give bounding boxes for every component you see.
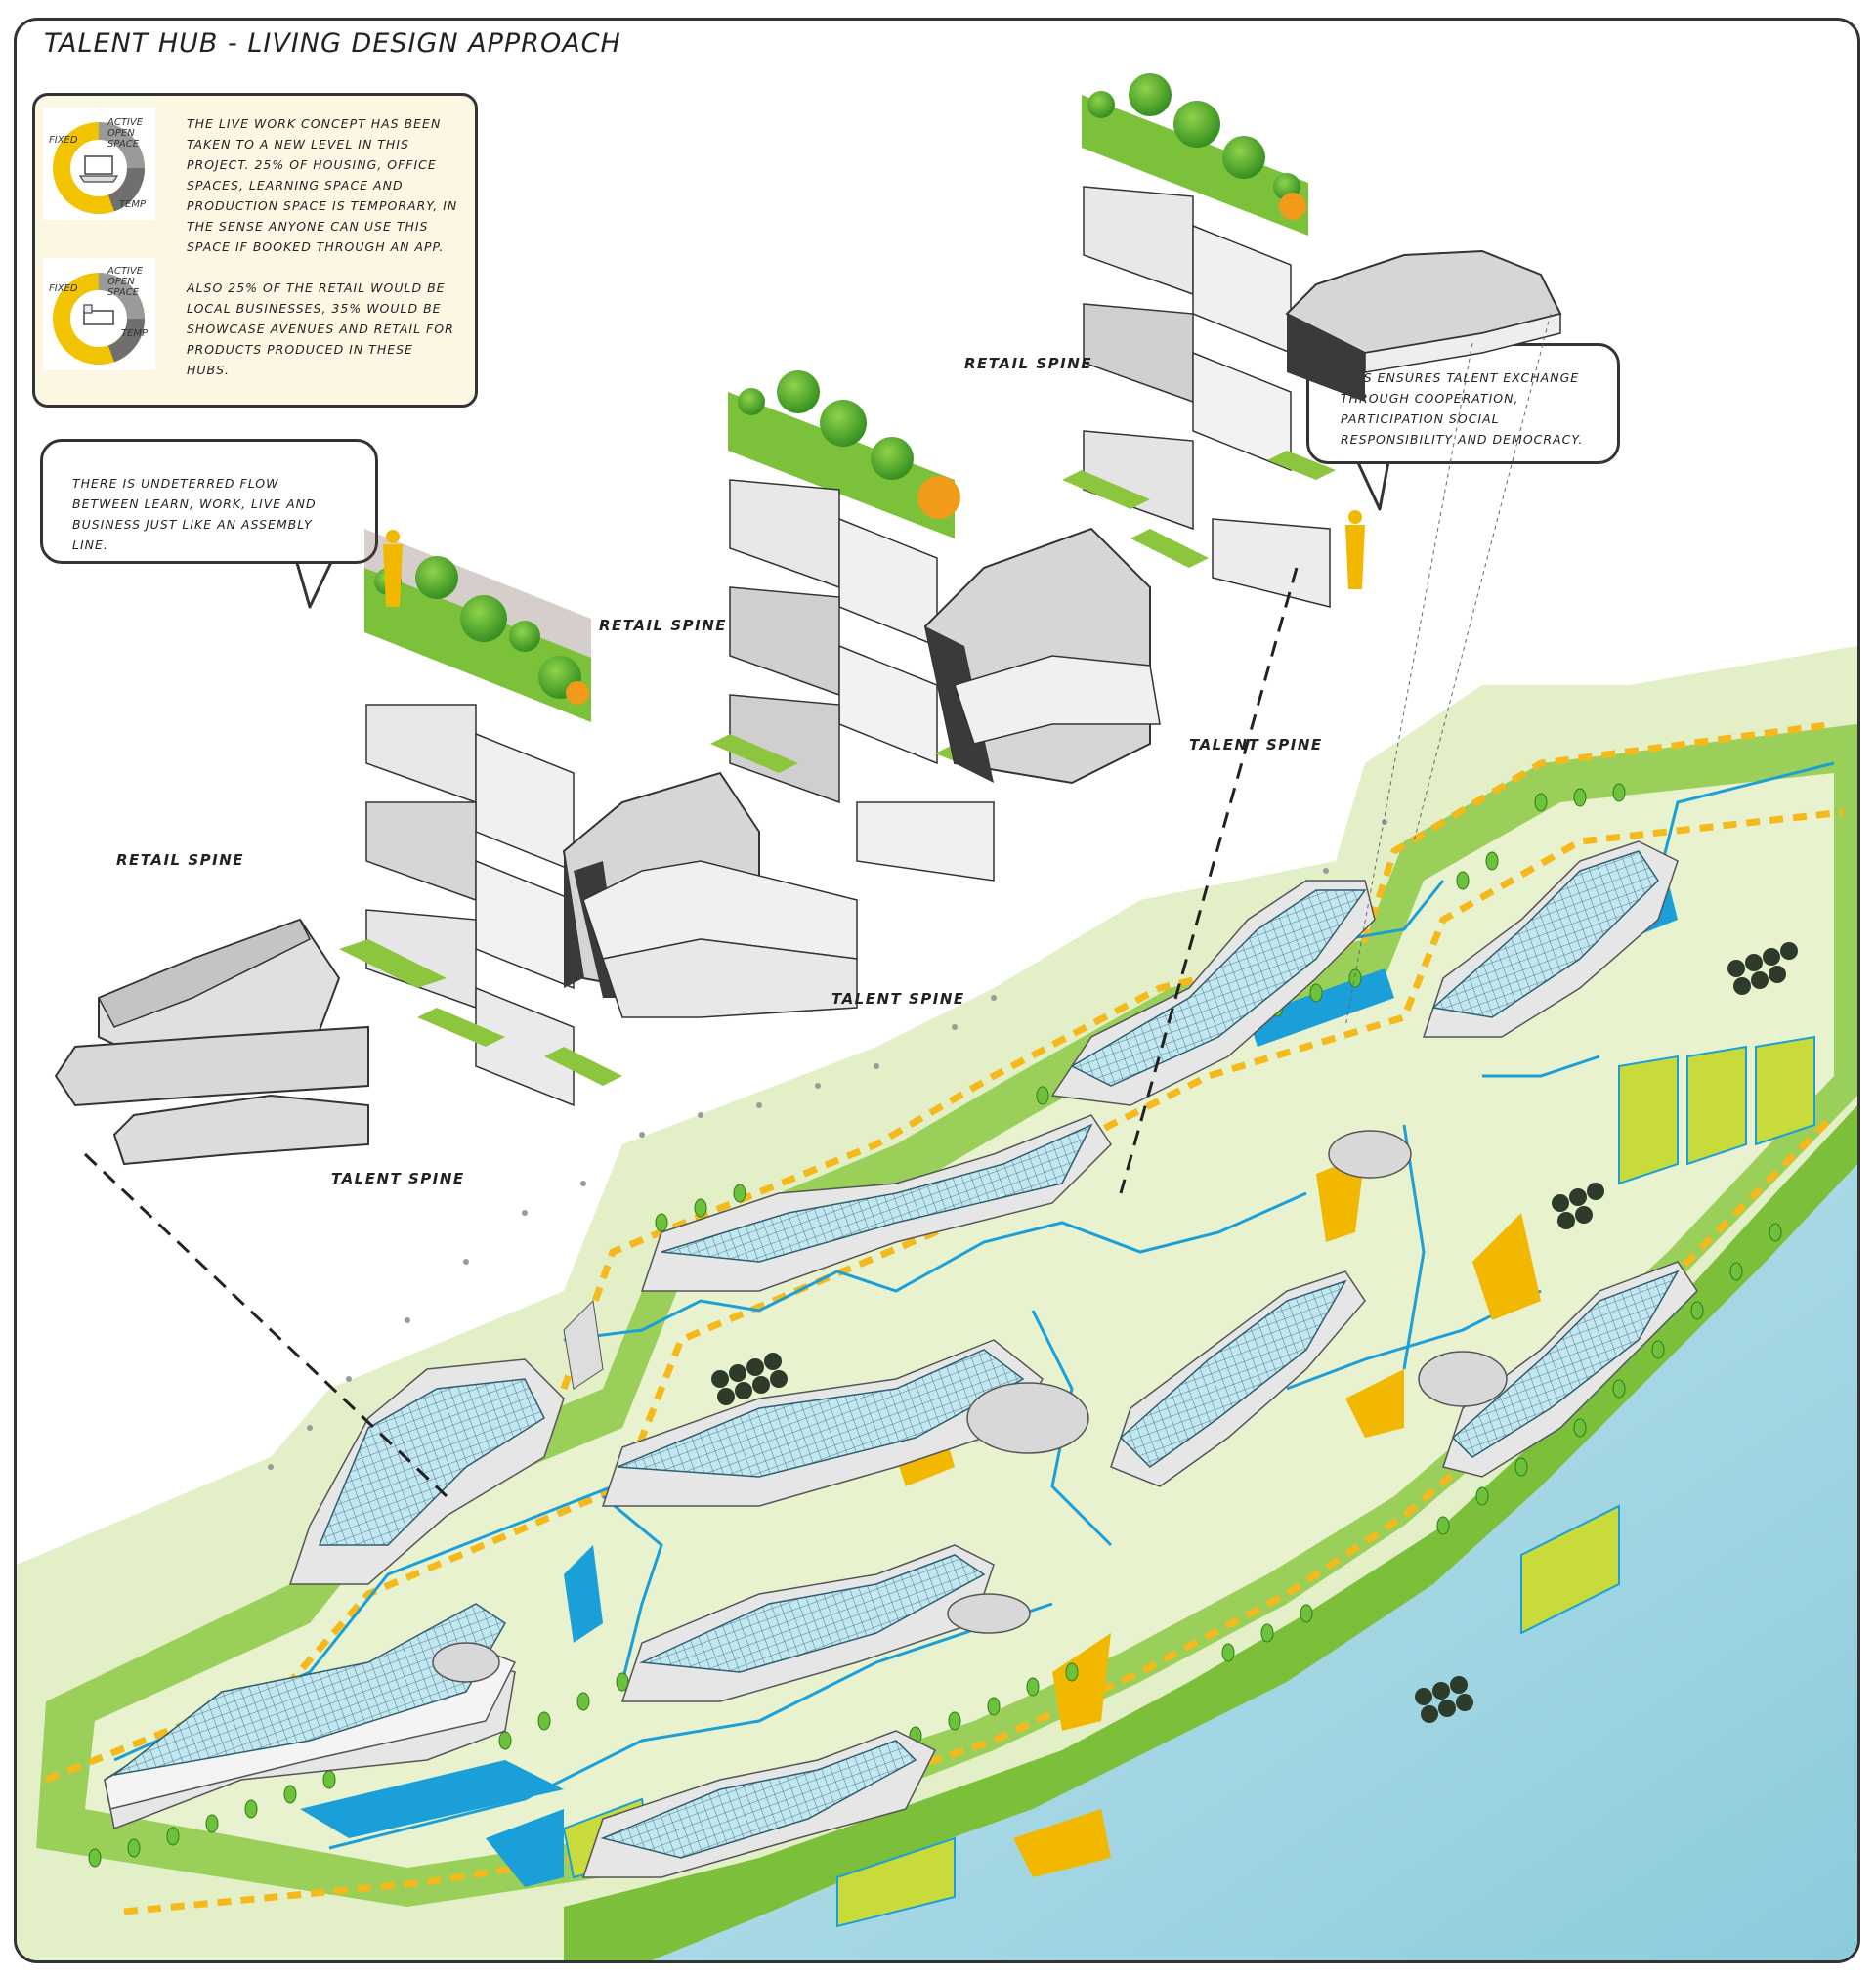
label-retail-spine-top: RETAIL SPINE	[964, 355, 1093, 372]
donut-workspace-graphic	[53, 122, 146, 214]
speech-bubble-flow: THERE IS UNDETERRED FLOW BETWEEN LEARN, …	[40, 439, 378, 564]
page-title: TALENT HUB - LIVING DESIGN APPROACH	[44, 28, 621, 59]
bed-icon	[83, 310, 114, 325]
donut-1-active-label: ACTIVE OPEN SPACE	[107, 117, 144, 150]
label-talent-spine-right: TALENT SPINE	[1189, 736, 1323, 753]
bubble-exchange-text: THIS ENSURES TALENT EXCHANGE THROUGH COO…	[1341, 370, 1584, 447]
speech-bubble-exchange: THIS ENSURES TALENT EXCHANGE THROUGH COO…	[1306, 343, 1620, 464]
label-talent-spine-middle: TALENT SPINE	[831, 990, 965, 1008]
laptop-icon	[84, 155, 113, 175]
donut-2-active-label: ACTIVE OPEN SPACE	[107, 266, 144, 298]
label-retail-spine-middle: RETAIL SPINE	[599, 617, 728, 634]
label-talent-spine-left: TALENT SPINE	[331, 1170, 465, 1187]
info-paragraph-2: ALSO 25% OF THE RETAIL WOULD BE LOCAL BU…	[187, 280, 454, 377]
donut-living-graphic	[53, 273, 146, 365]
bubble-flow-text: THERE IS UNDETERRED FLOW BETWEEN LEARN, …	[72, 476, 317, 552]
label-retail-spine-left: RETAIL SPINE	[116, 851, 245, 869]
donut-chart-living: FIXED ACTIVE OPEN SPACE TEMP	[43, 258, 155, 370]
info-paragraph-1: THE LIVE WORK CONCEPT HAS BEEN TAKEN TO …	[187, 116, 458, 254]
donut-1-temp-label: TEMP	[119, 199, 147, 210]
sheet-frame: TALENT HUB - LIVING DESIGN APPROACH FIXE…	[14, 18, 1860, 1963]
donut-2-temp-label: TEMP	[121, 328, 149, 339]
donut-chart-workspace: FIXED ACTIVE OPEN SPACE TEMP	[43, 108, 155, 220]
donut-1-fixed-label: FIXED	[49, 135, 78, 146]
donut-2-fixed-label: FIXED	[49, 283, 78, 294]
info-box: FIXED ACTIVE OPEN SPACE TEMP FIXED ACTIV…	[32, 93, 478, 408]
